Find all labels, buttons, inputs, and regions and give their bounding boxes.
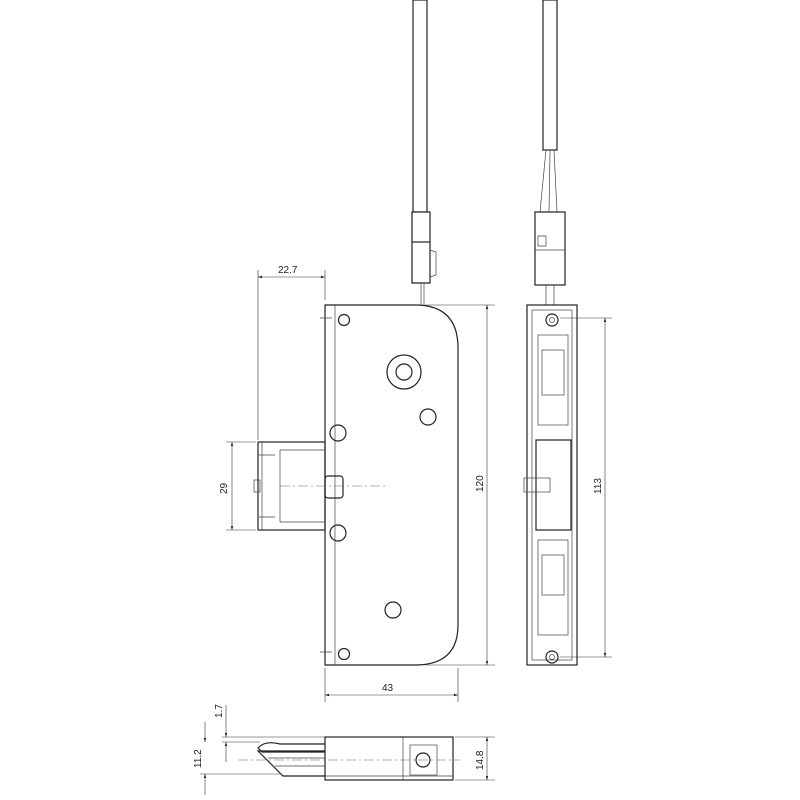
side-view — [253, 0, 459, 666]
mounting-holes — [329, 313, 437, 661]
dim-bolt-thickness: 11.2 — [193, 749, 204, 768]
dim-bolt-projection: 22.7 — [278, 265, 298, 276]
dim-top-offset: 1.7 — [214, 704, 225, 718]
lock-case — [324, 304, 459, 666]
dim-hole-spacing: 113 — [593, 478, 604, 494]
dim-bolt-height: 29 — [219, 482, 230, 494]
front-view — [523, 0, 578, 666]
dim-case-height: 120 — [475, 475, 486, 492]
dim-case-width: 43 — [382, 683, 394, 694]
dimensions: 22.7 29 120 43 113 1.7 11.2 14.8 — [193, 265, 612, 795]
faceplate — [526, 304, 578, 666]
bottom-view — [238, 736, 460, 781]
dim-case-thickness: 14.8 — [475, 750, 486, 770]
cable — [411, 0, 437, 305]
